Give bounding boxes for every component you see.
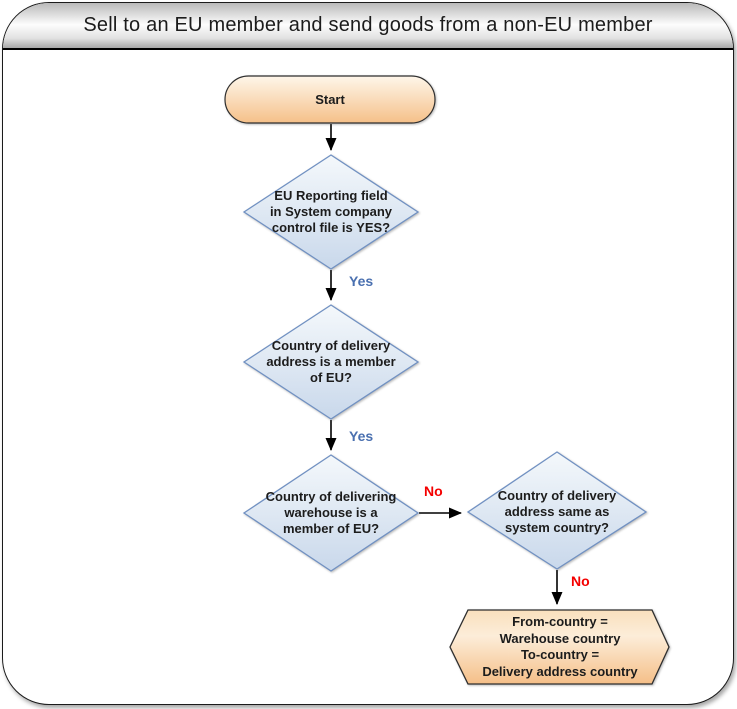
start-node-shape [224, 75, 436, 124]
decision3-shape [242, 454, 420, 572]
title-bar: Sell to an EU member and send goods from… [3, 3, 733, 50]
page-title: Sell to an EU member and send goods from… [83, 14, 653, 36]
result-node-shape [449, 609, 670, 685]
decision2-shape [242, 304, 420, 420]
decision1-shape [242, 154, 420, 270]
decision4-shape [466, 451, 648, 570]
